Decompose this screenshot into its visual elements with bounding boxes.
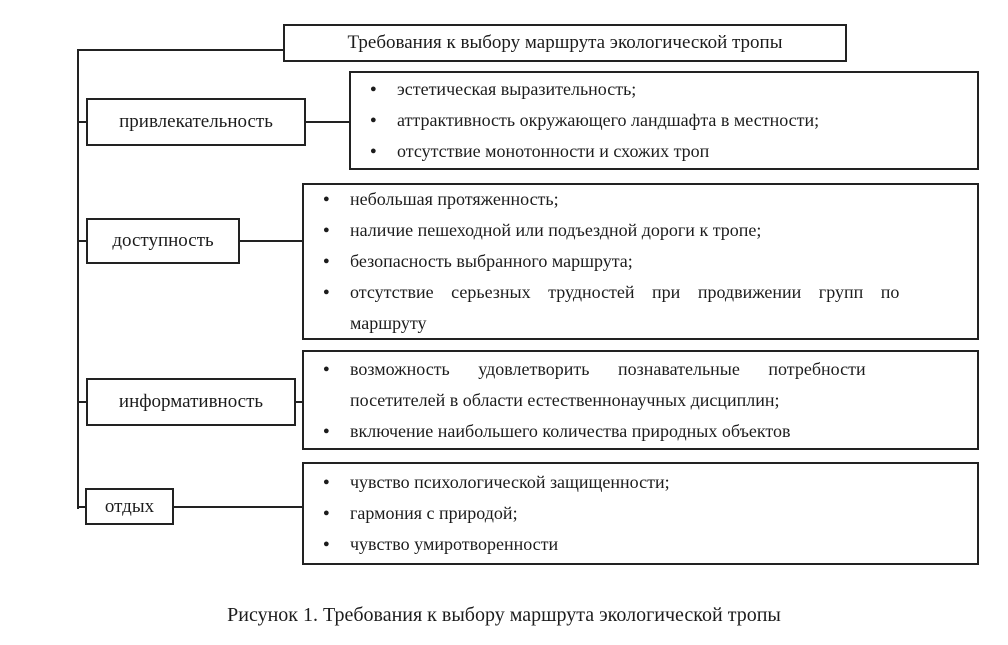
bullet-item: ●небольшая протяженность; [323, 184, 967, 215]
bullet-icon: ● [370, 114, 377, 126]
details-box-informativeness: ●возможность удовлетворить познавательны… [302, 350, 979, 450]
bullet-icon: ● [323, 255, 330, 267]
bullet-icon: ● [323, 362, 330, 375]
bullet-list: ●эстетическая выразительность; ●аттракти… [351, 74, 977, 167]
title-text: Требования к выбору маршрута экологическ… [347, 32, 783, 53]
bullet-icon: ● [370, 145, 377, 157]
category-label: информативность [118, 391, 264, 412]
bullet-item: ●аттрактивность окружающего ландшафта в … [370, 105, 967, 136]
bullet-item: ●гармония с природой; [323, 498, 967, 529]
bullet-item: ●чувство психологической защищенности; [323, 467, 967, 498]
bullet-icon: ● [323, 538, 330, 550]
category-box-attractiveness: привлекательность [86, 98, 306, 146]
details-box-accessibility: ●небольшая протяженность; ●наличие пешех… [302, 183, 979, 340]
connector-line [306, 121, 349, 123]
connector-line [77, 49, 283, 51]
bullet-list: ●чувство психологической защищенности; ●… [304, 467, 977, 560]
bullet-icon: ● [370, 83, 377, 95]
connector-line [77, 506, 85, 508]
connector-line [174, 506, 302, 508]
connector-line [77, 121, 86, 123]
bullet-item: ●чувство умиротворенности [323, 529, 967, 560]
connector-line [240, 240, 302, 242]
bullet-item: ●отсутствие серьезных трудностей при про… [323, 277, 967, 339]
bullet-item: ●эстетическая выразительность; [370, 74, 967, 105]
bullet-icon: ● [323, 507, 330, 519]
title-box: Требования к выбору маршрута экологическ… [283, 24, 847, 62]
bullet-icon: ● [323, 424, 330, 437]
category-label: доступность [112, 230, 214, 251]
trunk-line [77, 49, 79, 509]
bullet-item: ●возможность удовлетворить познавательны… [323, 354, 967, 416]
details-box-attractiveness: ●эстетическая выразительность; ●аттракти… [349, 71, 979, 170]
bullet-item: ●наличие пешеходной или подъездной дорог… [323, 215, 967, 246]
connector-line [296, 401, 302, 403]
bullet-list: ●небольшая протяженность; ●наличие пешех… [304, 184, 977, 339]
bullet-icon: ● [323, 476, 330, 488]
category-label: привлекательность [119, 111, 273, 132]
figure-caption: Рисунок 1. Требования к выбору маршрута … [227, 604, 781, 626]
bullet-icon: ● [323, 224, 330, 236]
bullet-icon: ● [323, 193, 330, 205]
category-box-informativeness: информативность [86, 378, 296, 426]
category-box-accessibility: доступность [86, 218, 240, 264]
category-box-rest: отдых [85, 488, 174, 525]
bullet-item: ●безопасность выбранного маршрута; [323, 246, 967, 277]
category-label: отдых [104, 495, 155, 517]
connector-line [77, 240, 86, 242]
bullet-item: ●отсутствие монотонности и схожих троп [370, 136, 967, 167]
bullet-icon: ● [323, 286, 330, 298]
bullet-item: ●включение наибольшего количества природ… [323, 416, 967, 447]
details-box-rest: ●чувство психологической защищенности; ●… [302, 462, 979, 565]
bullet-list: ●возможность удовлетворить познавательны… [304, 354, 977, 447]
connector-line [77, 401, 86, 403]
